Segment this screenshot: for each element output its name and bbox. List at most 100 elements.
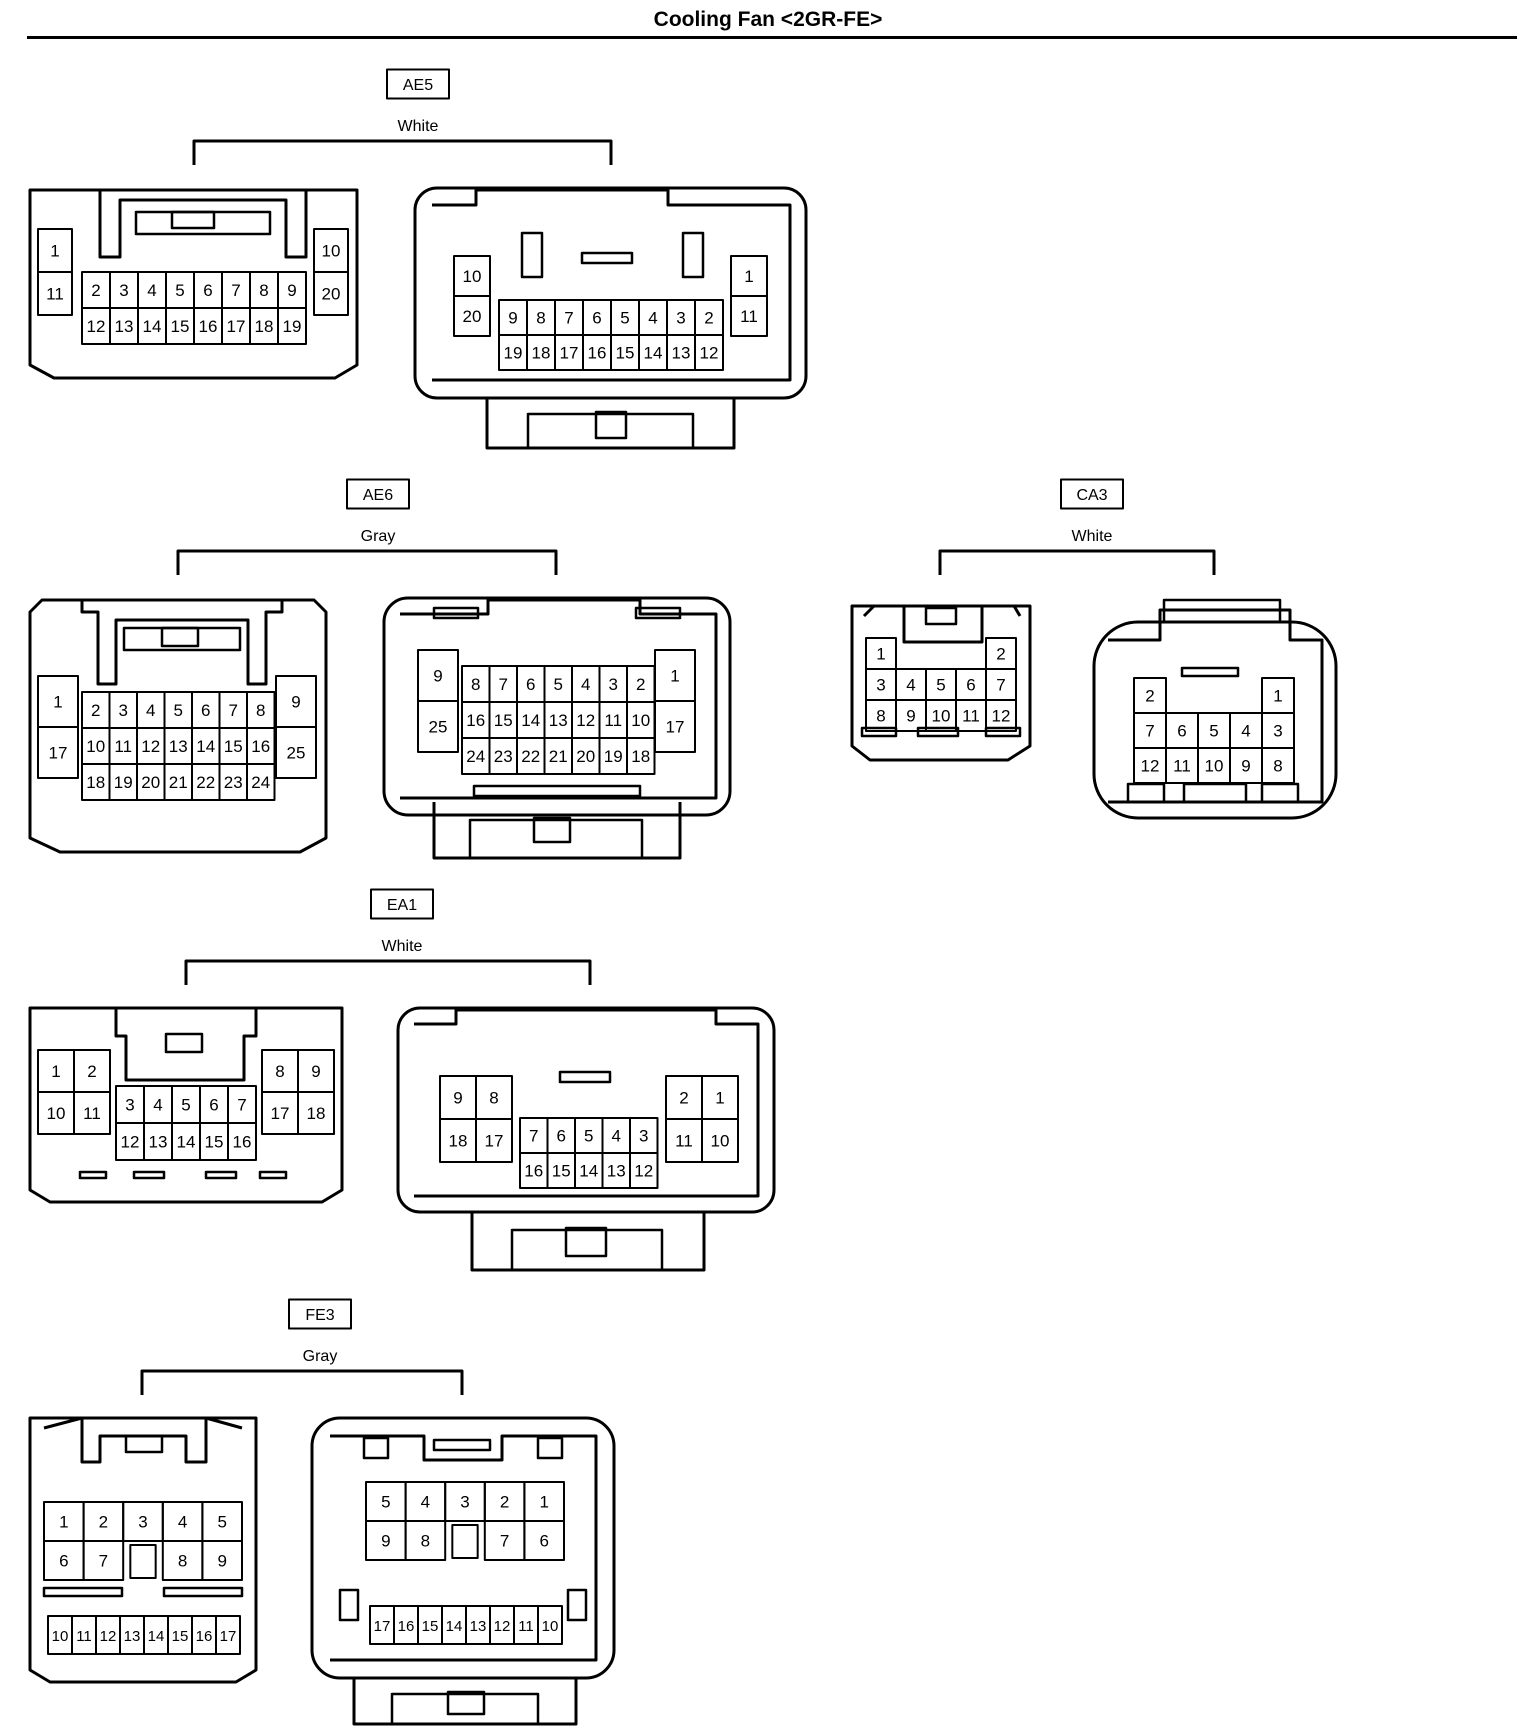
pin-number: 1 [744,267,753,286]
pin-number: 15 [616,344,635,363]
pin-number: 9 [1241,757,1250,776]
pin-number: 4 [178,1513,187,1532]
pin-number: 4 [581,675,590,694]
pin-cell [37,271,73,316]
pin-number: 6 [526,675,535,694]
pin-number: 1 [539,1493,548,1512]
housing-outline [1092,620,1338,820]
pin-number: 1 [1273,687,1282,706]
pin-number: 13 [149,1133,168,1152]
pin-number: 4 [648,309,657,328]
pin-number: 2 [704,309,713,328]
pin-number: 15 [422,1618,439,1635]
pin-number: 4 [1241,722,1250,741]
pin-number: 14 [644,344,663,363]
housing-inner-wall [98,190,308,259]
pin-number: 11 [962,707,980,726]
pin-number: 24 [466,747,485,766]
connector-color: White [398,118,439,135]
connector-label-box [1060,478,1124,510]
connector-id: AE6 [363,487,393,504]
pin-number: 5 [174,701,183,720]
blank-cavity [129,1544,157,1579]
lock-foot-nub [564,1226,608,1258]
pin-number: 18 [532,344,551,363]
pin-number: 5 [175,281,184,300]
pin-number: 24 [251,773,270,792]
pin-number: 17 [560,344,579,363]
pin-number: 8 [876,707,885,726]
pin-number: 17 [666,718,685,737]
guide-rib [338,1588,360,1622]
guide-rib [1180,666,1240,678]
pin-number: 15 [494,711,513,730]
pin-number: 6 [203,281,212,300]
pin-number: 6 [1177,722,1186,741]
pin-number: 3 [119,281,128,300]
lock-latch [124,1434,164,1454]
pin-number: 4 [906,676,915,695]
pin-number: 3 [609,675,618,694]
pin-block: 925 [275,675,317,779]
pin-number: 17 [227,317,246,336]
pin-number: 10 [711,1132,730,1151]
pin-number: 3 [460,1493,469,1512]
pin-number: 14 [143,317,162,336]
pin-number: 17 [374,1618,391,1635]
pin-number: 8 [536,309,545,328]
lock-foot-nub [446,1690,486,1716]
pin-number: 1 [876,645,885,664]
pin-number: 1 [670,667,679,686]
pin-number: 16 [196,1628,213,1645]
housing-outline [396,1006,776,1214]
pin-number: 9 [906,707,915,726]
pin-number: 10 [932,707,951,726]
guide-rib [1162,598,1282,624]
pin-cell [37,726,79,779]
pin-number: 1 [50,242,59,261]
pin-number: 16 [251,737,270,756]
pin-number: 13 [549,711,568,730]
pin-number: 4 [146,701,155,720]
guide-rib [78,1170,108,1180]
lock-foot [352,1678,578,1726]
lock-foot-inner [510,1228,664,1270]
pin-number: 6 [592,309,601,328]
housing-inner-wall [432,188,792,382]
pin-number: 9 [217,1552,226,1571]
connector-label-box [288,1298,352,1330]
pin-number: 10 [52,1628,69,1645]
lock-foot-nub [532,816,572,844]
lock-foot [432,802,682,860]
connector-bracket [140,1369,464,1395]
pin-number: 5 [554,675,563,694]
guide-rib [362,1436,390,1460]
pin-number: 12 [100,1628,117,1645]
pin-block: 111 [37,228,73,316]
guide-rib [204,1170,238,1180]
pin-cell [201,1540,243,1581]
connector-color: Gray [361,528,396,545]
pin-number: 2 [996,645,1005,664]
connector-id: CA3 [1076,487,1107,504]
pin-number: 16 [524,1162,543,1181]
pin-number: 13 [124,1628,141,1645]
pin-cell [985,699,1017,732]
housing-inner-wall [400,598,718,800]
connector-id: EA1 [387,897,417,914]
pin-number: 18 [449,1132,468,1151]
pin-number: 17 [271,1104,290,1123]
